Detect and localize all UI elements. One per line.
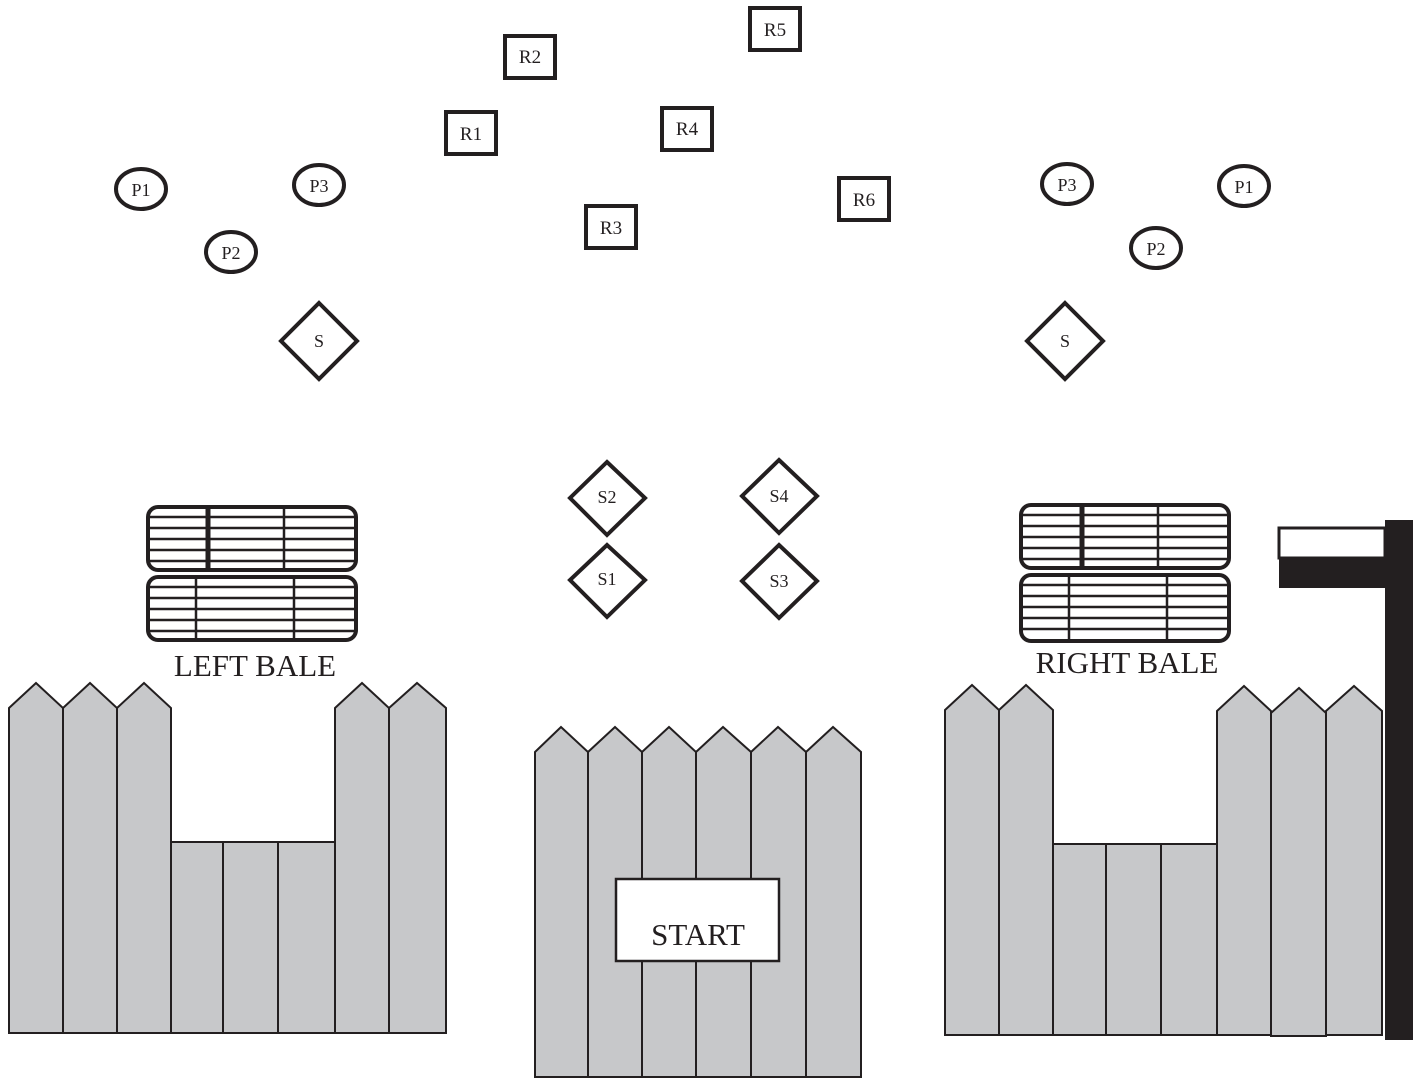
steel-plate-s2: S2 [567, 459, 648, 538]
ipsc-target-r2: R2 [503, 34, 557, 80]
steel-plate-s1-label: S1 [597, 569, 616, 589]
left-popper-p1-label: P1 [131, 180, 150, 200]
left-hay-bale-top [146, 505, 358, 572]
left-bale-label: LEFT BALE [174, 648, 336, 683]
ipsc-target-r2-label: R2 [519, 47, 541, 68]
steel-plate-s1: S1 [567, 542, 648, 620]
start-label: START [651, 917, 745, 952]
ipsc-target-r4: R4 [660, 106, 714, 152]
right-hay-bale-bottom [1019, 573, 1231, 643]
steel-plate-s3-label: S3 [769, 571, 788, 591]
left-fence [8, 681, 447, 1034]
right-hay-bale-top [1019, 503, 1231, 570]
right-popper-p1-label: P1 [1234, 177, 1253, 197]
right-popper-p2: P2 [1129, 226, 1183, 270]
right-steel-plate-label: S [1060, 331, 1070, 351]
ipsc-target-r5-label: R5 [764, 20, 786, 41]
steel-plate-s2-label: S2 [597, 487, 616, 507]
left-popper-p3-label: P3 [309, 176, 328, 196]
left-popper-p3: P3 [292, 163, 346, 207]
left-popper-p2-label: P2 [221, 243, 240, 263]
ipsc-target-r3-label: R3 [600, 218, 622, 239]
steel-plate-s3: S3 [739, 542, 820, 621]
ipsc-target-r1-label: R1 [460, 124, 482, 145]
right-popper-p3: P3 [1040, 162, 1094, 206]
left-popper-p2: P2 [204, 230, 258, 274]
left-hay-bale-bottom [146, 575, 358, 642]
right-popper-p3-label: P3 [1057, 175, 1076, 195]
start-position-sign: START [614, 877, 781, 963]
ipsc-target-r4-label: R4 [676, 119, 699, 140]
right-bale-label: RIGHT BALE [1036, 645, 1219, 680]
steel-plate-s4-label: S4 [769, 486, 788, 506]
ipsc-target-r5: R5 [748, 6, 802, 52]
right-popper-p1: P1 [1217, 164, 1271, 208]
right-fence [944, 683, 1383, 1037]
right-hay-bale-stack [1019, 503, 1231, 643]
steel-plate-s4: S4 [739, 457, 820, 536]
left-steel-plate-label: S [314, 331, 324, 351]
left-hay-bale-stack [146, 505, 358, 642]
ipsc-target-r6-label: R6 [853, 190, 875, 211]
ipsc-target-r1: R1 [444, 110, 498, 156]
right-steel-plate: S [1024, 300, 1106, 382]
ipsc-target-r3: R3 [584, 204, 638, 250]
ipsc-target-r6: R6 [837, 176, 891, 222]
left-steel-plate: S [278, 300, 360, 382]
left-popper-p1: P1 [114, 167, 168, 211]
right-popper-p2-label: P2 [1146, 239, 1165, 259]
table-post [1277, 520, 1413, 1040]
